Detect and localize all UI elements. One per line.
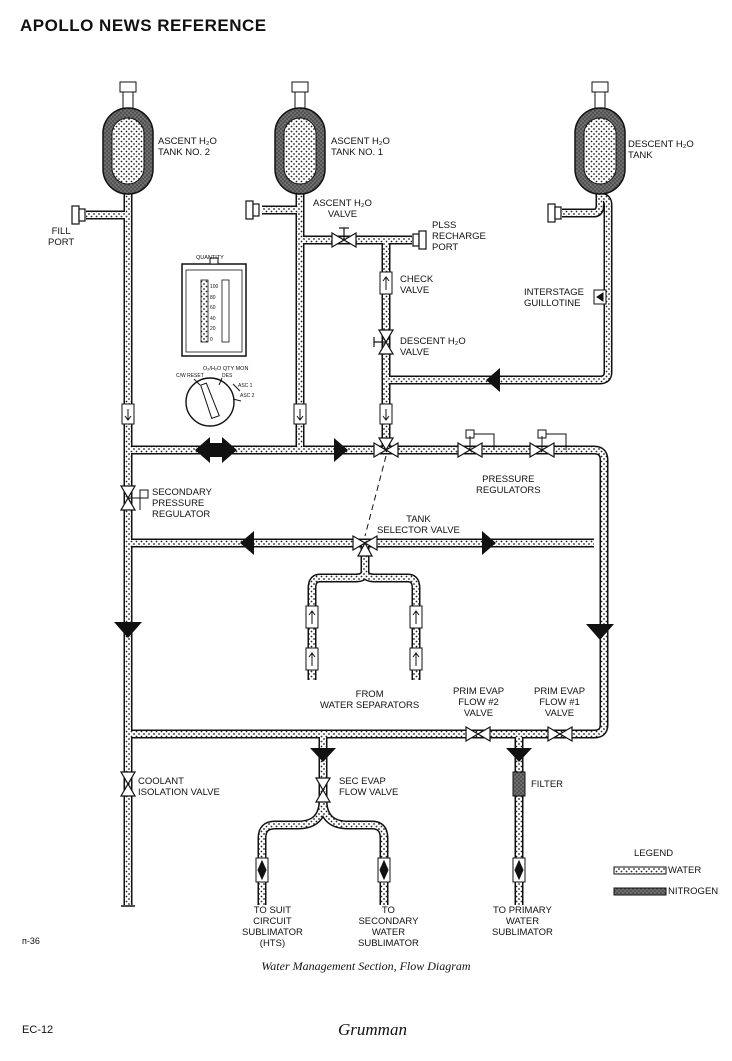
- gauge-title: QUANTITY: [196, 255, 224, 261]
- descent-tank-label: DESCENT H₂O TANK: [628, 139, 694, 161]
- legend-title: LEGEND: [634, 848, 674, 859]
- fill-port-label: FILL PORT: [48, 226, 75, 248]
- three-way-valve-symbol: [373, 437, 399, 459]
- sec-evap-valve-symbol: [314, 777, 332, 803]
- flow-arrows: [114, 368, 614, 762]
- prim-evap-2-valve-symbol: [465, 725, 491, 743]
- coolant-isolation-label: COOLANT ISOLATION VALVE: [138, 776, 220, 798]
- coolant-isolation-valve-symbol: [119, 771, 137, 797]
- legend: [613, 866, 667, 896]
- interstage-guillotine-label: INTERSTAGE GUILLOTINE: [524, 287, 584, 309]
- qty-monitor-switch: [185, 377, 242, 427]
- switch-title: O₂/H₂O QTY MON: [203, 366, 249, 372]
- legend-nitrogen: NITROGEN: [668, 886, 719, 897]
- ascent-tank-2-label: ASCENT H₂O TANK NO. 2: [158, 136, 217, 158]
- figure-caption: Water Management Section, Flow Diagram: [261, 959, 471, 973]
- page-number: EC-12: [22, 1024, 54, 1036]
- from-separators-label: FROM WATER SEPARATORS: [320, 689, 420, 711]
- switch-asc1: ASC 1: [238, 383, 253, 389]
- port-caps: [71, 200, 562, 250]
- filter-label: FILTER: [531, 779, 564, 790]
- pressure-regulators-label: PRESSURE REGULATORS: [476, 474, 541, 496]
- quantity-gauge: [181, 257, 247, 357]
- to-primary-label: TO PRIMARY WATER SUBLIMATOR: [492, 905, 553, 938]
- to-suit-label: TO SUIT CIRCUIT SUBLIMATOR (HTS): [242, 905, 303, 949]
- check-valves: [121, 271, 607, 883]
- tank-selector-valve-symbol: [352, 534, 378, 557]
- page-header: APOLLO NEWS REFERENCE: [20, 16, 267, 35]
- ascent-tank-1-label: ASCENT H₂O TANK NO. 1: [331, 136, 390, 158]
- descent-valve-label: DESCENT H₂O VALVE: [400, 336, 466, 358]
- legend-water: WATER: [668, 865, 702, 876]
- to-secondary-label: TO SECONDARY WATER SUBLIMATOR: [358, 905, 419, 949]
- grumman-signature: Grumman: [338, 1020, 407, 1039]
- ascent-tank-2: [102, 81, 154, 195]
- prim-evap-1-label: PRIM EVAP FLOW #1 VALVE: [534, 686, 586, 719]
- check-valve-label: CHECK VALVE: [400, 274, 434, 296]
- prim-evap-1-valve-symbol: [547, 725, 573, 743]
- switch-des: DES: [222, 373, 233, 379]
- ascent-valve-label: ASCENT H₂O VALVE: [313, 198, 372, 220]
- plss-recharge-port-label: PLSS RECHARGE PORT: [432, 220, 486, 253]
- figure-id: ᴨ-36: [22, 936, 40, 946]
- prim-evap-2-label: PRIM EVAP FLOW #2 VALVE: [453, 686, 505, 719]
- tank-selector-label: TANK SELECTOR VALVE: [377, 514, 460, 536]
- ascent-tank-1: [274, 81, 326, 195]
- descent-tank: [574, 81, 626, 195]
- sec-evap-label: SEC EVAP FLOW VALVE: [339, 776, 399, 798]
- switch-asc2: ASC 2: [240, 393, 255, 399]
- secondary-regulator-label: SECONDARY PRESSURE REGULATOR: [152, 487, 213, 520]
- switch-cw-reset: C/W RESET: [176, 373, 204, 379]
